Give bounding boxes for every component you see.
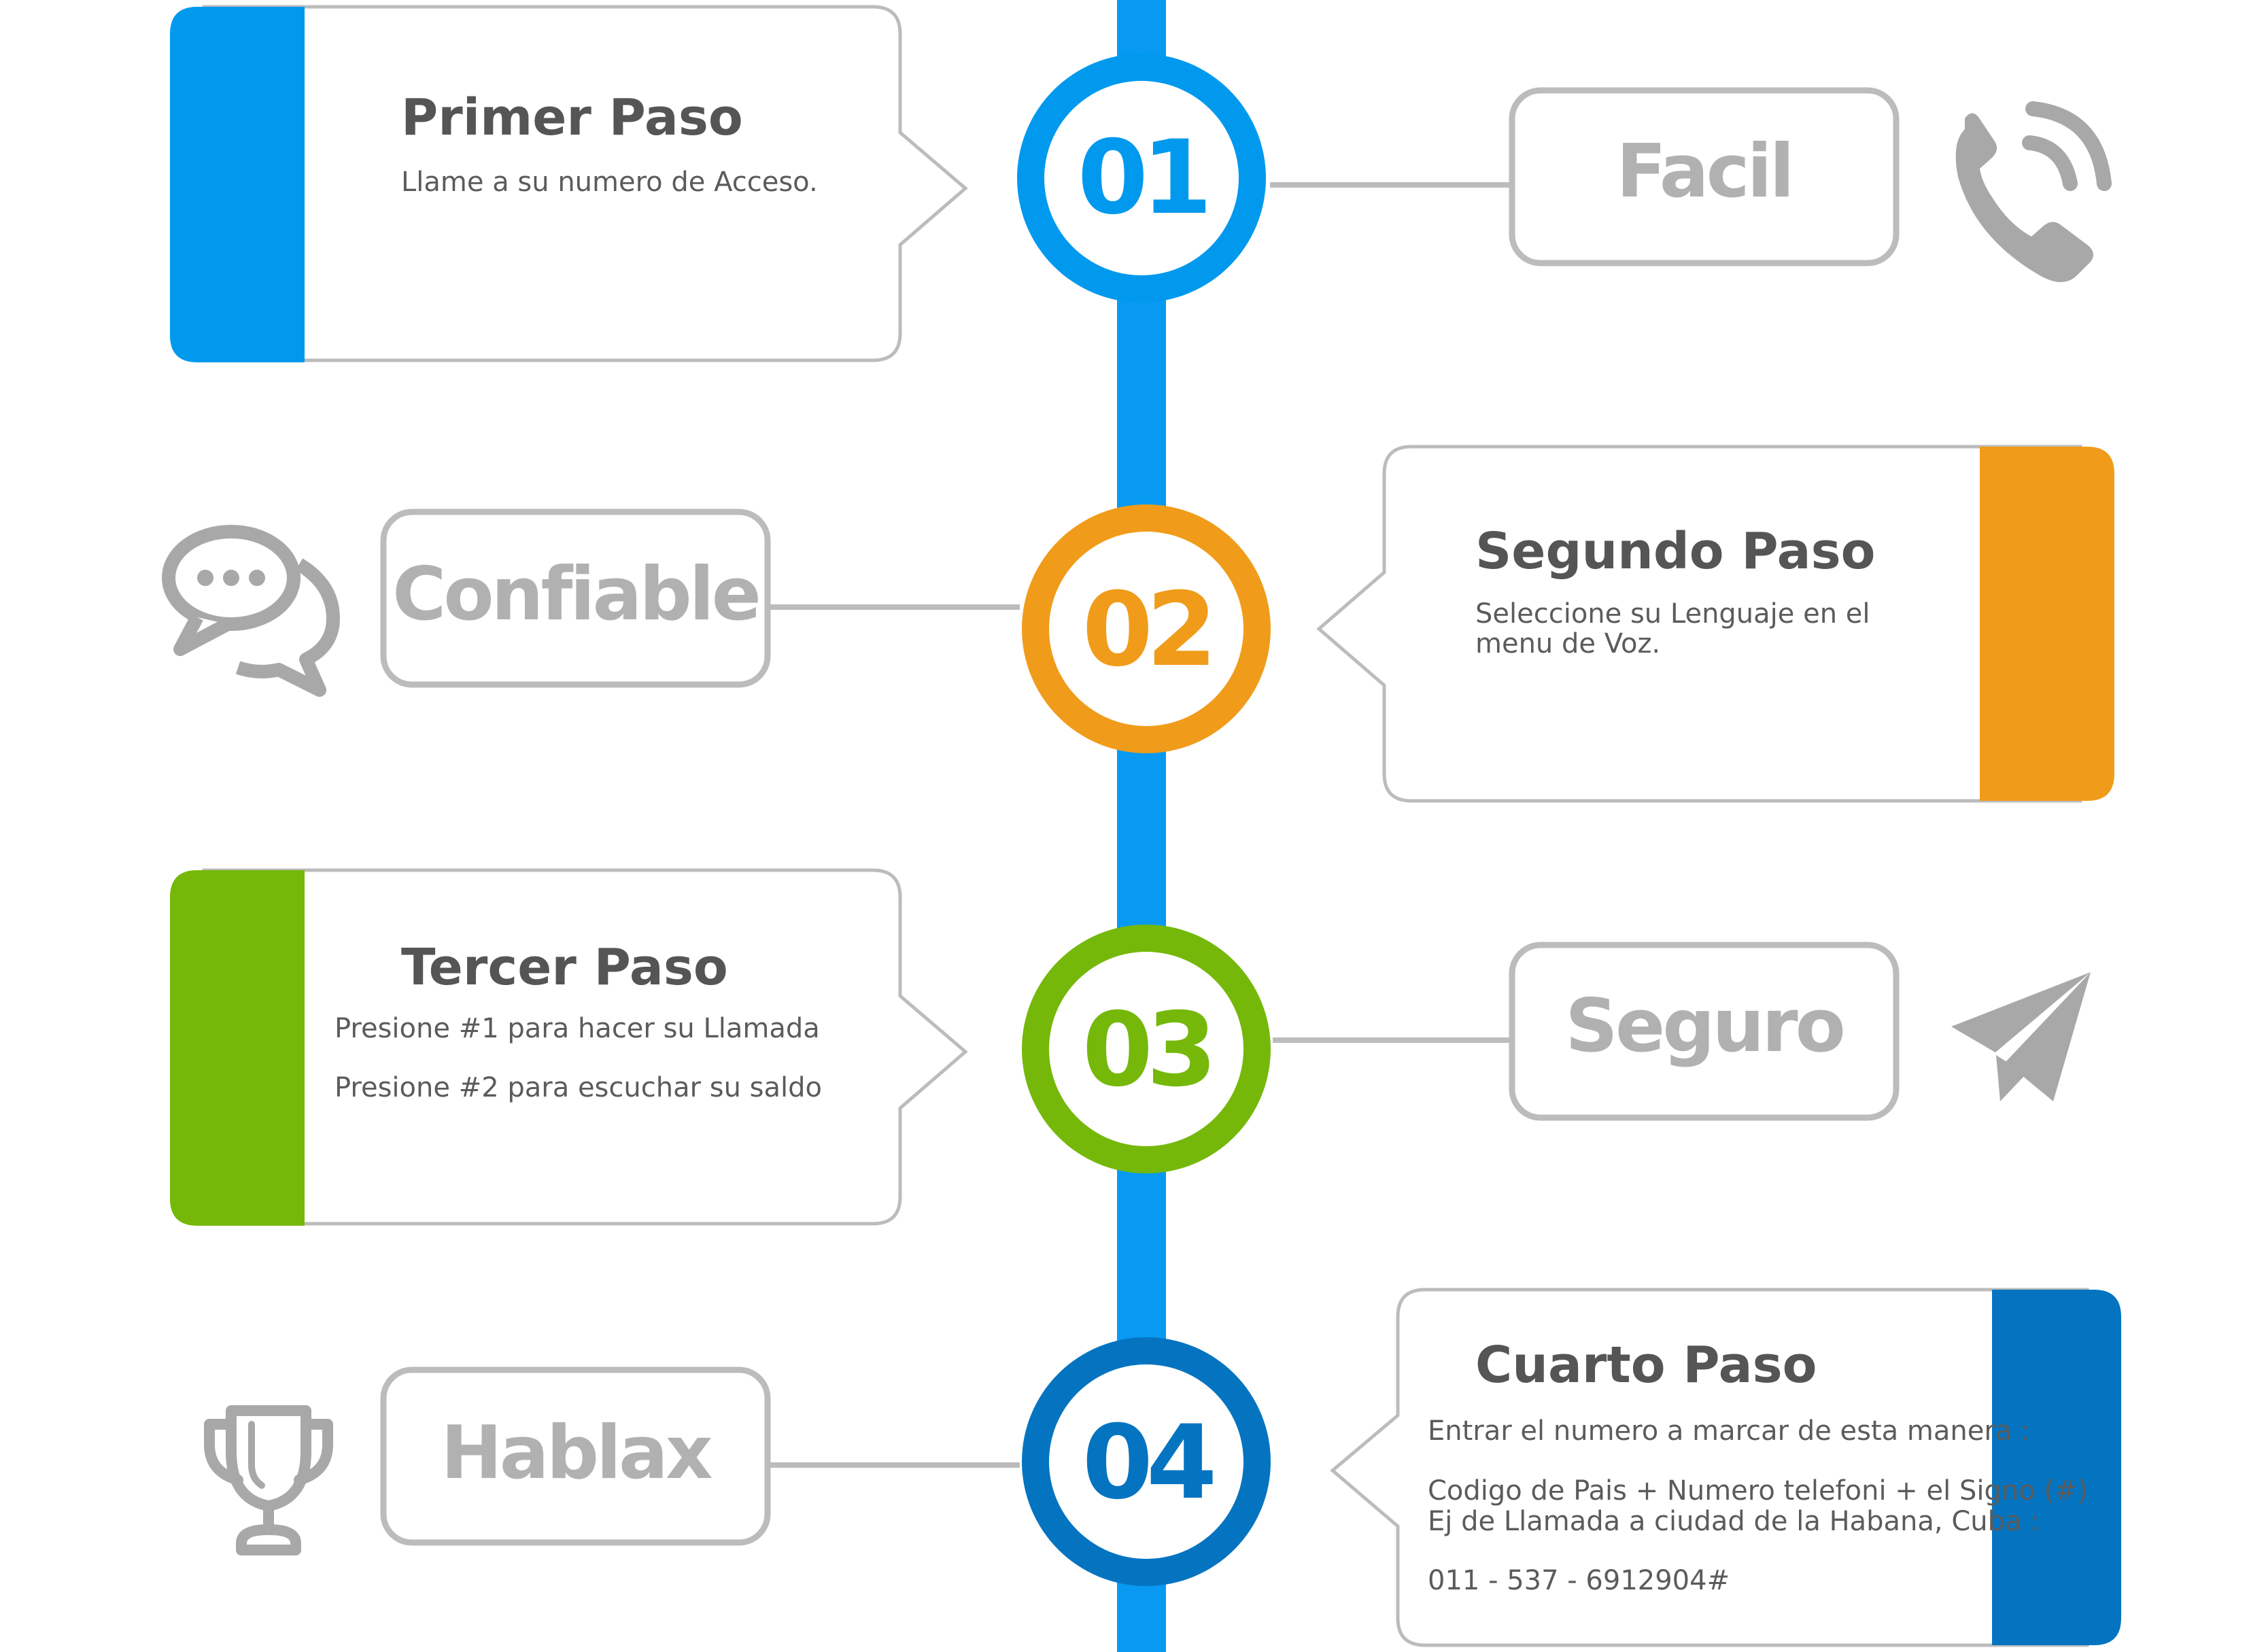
phone-icon: [1955, 101, 2112, 282]
step2-title: Segundo Paso: [1475, 522, 1876, 581]
step2-card: [1316, 445, 2114, 803]
step4-feature-label: Hablax: [441, 1411, 713, 1496]
step4-desc-line2: Codigo de Pais + Numero telefoni + el Si…: [1428, 1475, 2089, 1507]
step4-feature-pill: [380, 1366, 771, 1546]
step4-desc-line4: 011 - 537 - 6912904#: [1428, 1565, 1730, 1596]
step2-feature-label: Confiable: [392, 552, 761, 637]
step1-feature-label: Facil: [1616, 129, 1794, 214]
step4-title: Cuarto Paso: [1475, 1336, 1817, 1394]
step3-title: Tercer Paso: [401, 938, 728, 997]
step3-circle: [1022, 925, 1271, 1173]
step4-card-color-bar: [1992, 1290, 2121, 1645]
step3-number: 03: [1082, 991, 1218, 1109]
step2-card-outline: [1316, 445, 2082, 803]
step4-card: [1330, 1288, 2121, 1647]
step1-number: 01: [1077, 119, 1213, 237]
step3-card: [170, 868, 968, 1226]
step2-number: 02: [1082, 571, 1218, 689]
step4-desc-line3: Ej de Llamada a ciudad de la Habana, Cub…: [1428, 1506, 2040, 1537]
step2-feature-pill: [380, 509, 771, 688]
step4-number: 04: [1082, 1404, 1218, 1522]
step3-feature-pill: [1509, 942, 1900, 1121]
trophy-icon: [204, 1405, 333, 1555]
step3-desc-line1: Presione #1 para hacer su Llamada: [334, 1013, 820, 1044]
step1-card: [170, 5, 968, 362]
step1-card-outline: [202, 5, 968, 362]
step4-desc-line1: Entrar el numero a marcar de esta manera…: [1428, 1415, 2030, 1447]
step2-desc-line2: menu de Voz.: [1475, 628, 1661, 659]
step4-card-outline: [1330, 1288, 2089, 1647]
step1-card-color-bar: [170, 7, 305, 362]
step3-desc-line2: Presione #2 para escuchar su saldo: [334, 1072, 822, 1103]
step3-feature-label: Seguro: [1565, 984, 1846, 1069]
step3-card-color-bar: [170, 870, 305, 1226]
step1-feature-pill: [1509, 87, 1900, 266]
step4-circle: [1022, 1337, 1271, 1586]
step1-circle: [1017, 54, 1266, 303]
step2-circle: [1022, 504, 1271, 753]
step2-desc-line1: Seleccione su Lenguaje en el: [1475, 598, 1870, 630]
step1-title: Primer Paso: [401, 88, 743, 147]
paper-plane-icon: [1951, 972, 2091, 1101]
step1-desc-line1: Llame a su numero de Acceso.: [401, 167, 818, 198]
step3-card-outline: [202, 868, 968, 1226]
step2-card-color-bar: [1980, 447, 2114, 801]
chat-bubbles-icon: [162, 525, 340, 697]
